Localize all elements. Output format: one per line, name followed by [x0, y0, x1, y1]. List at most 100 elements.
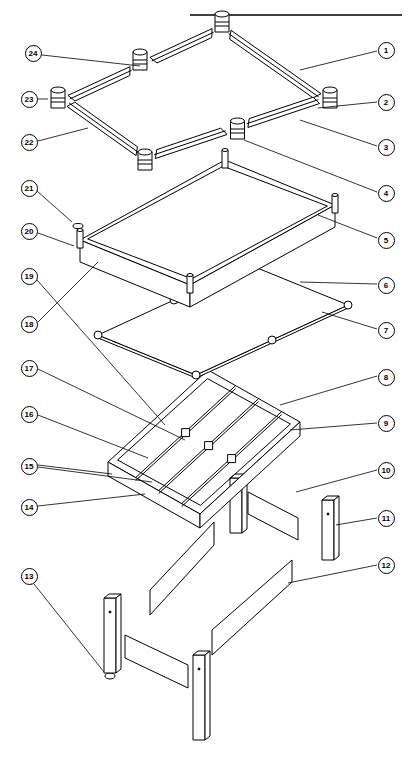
rail-groove [70, 70, 132, 99]
callout-number: 7 [378, 322, 395, 339]
callout-number: 15 [21, 458, 38, 475]
pocket-band [215, 26, 229, 27]
leg-side [205, 651, 210, 740]
pocket-rim [138, 149, 152, 155]
callout-number: 13 [21, 568, 38, 585]
rail-groove [229, 34, 319, 97]
pocket-rim [323, 87, 337, 93]
callout-text: 9 [384, 419, 388, 428]
pocket-cutout [344, 301, 352, 309]
callout-text: 14 [25, 503, 34, 512]
corner-post-top [222, 149, 228, 152]
callout-text: 12 [382, 561, 391, 570]
callout-text: 5 [384, 236, 388, 245]
rail-frame-panel [80, 240, 190, 307]
callout-text: 15 [25, 462, 34, 471]
apron-panel [150, 522, 214, 615]
cushion-rail [230, 30, 321, 98]
rail-groove [69, 103, 138, 152]
callout-number: 23 [21, 91, 38, 108]
pocket-band [323, 102, 337, 103]
callout-number: 20 [21, 223, 38, 240]
callout-text: 13 [25, 572, 34, 581]
pocket-band [215, 22, 229, 23]
crossbar-brace [205, 442, 213, 450]
frame-beam [108, 462, 200, 528]
crossbar [159, 399, 259, 491]
callout-text: 23 [25, 95, 34, 104]
corner-post [77, 230, 83, 248]
leg-post [104, 598, 116, 673]
callout-text: 17 [25, 364, 34, 373]
pocket-cutout [94, 331, 102, 339]
callout-number: 24 [25, 45, 42, 62]
rail-frame-panel [190, 205, 335, 307]
callout-number: 19 [21, 268, 38, 285]
crossbar-brace [182, 429, 190, 437]
crossbar [159, 402, 259, 494]
callout-text: 10 [382, 466, 391, 475]
callout-text: 1 [384, 46, 388, 55]
callout-text: 4 [384, 189, 388, 198]
callout-text: 24 [29, 49, 38, 58]
bolt-hole [198, 668, 200, 670]
callout-text: 8 [384, 373, 388, 382]
bolt-hole [109, 611, 111, 613]
crossbar [136, 389, 236, 481]
pocket-band [133, 64, 147, 65]
leg-post [322, 500, 334, 560]
bolt-hole [327, 513, 329, 515]
callout-text: 7 [384, 326, 388, 335]
leg-side [334, 496, 339, 560]
pocket-band [323, 98, 337, 99]
callout-text: 20 [25, 227, 34, 236]
callout-number: 3 [378, 139, 395, 156]
callout-number: 17 [21, 360, 38, 377]
corner-post [332, 195, 338, 213]
crossbar [182, 415, 282, 507]
rail-groove [152, 32, 214, 61]
callout-text: 22 [25, 138, 34, 147]
callout-number: 4 [378, 185, 395, 202]
callout-number: 11 [378, 510, 395, 527]
callout-number: 5 [378, 232, 395, 249]
callout-number: 21 [21, 180, 38, 197]
callout-number: 18 [21, 316, 38, 333]
pocket-cutout [268, 336, 276, 344]
cushion-rail [67, 102, 137, 155]
leg-post [193, 655, 205, 740]
pocket-rim [231, 118, 245, 124]
leg-side [116, 594, 121, 673]
callout-number: 16 [21, 406, 38, 423]
callout-text: 3 [384, 143, 388, 152]
pocket-rim [215, 11, 229, 17]
corner-post [222, 150, 228, 168]
callout-number: 22 [21, 134, 38, 151]
callout-text: 19 [25, 272, 34, 281]
corner-post-top [332, 194, 338, 197]
pocket-band [51, 98, 65, 99]
frame-beam [200, 422, 300, 528]
pocket-band [231, 129, 245, 130]
pocket-band [51, 102, 65, 103]
cushion-rail [155, 128, 227, 158]
corner-post [187, 275, 193, 293]
pocket-band [231, 133, 245, 134]
apron-panel [125, 635, 188, 688]
callout-number: 2 [378, 94, 395, 111]
callout-number: 8 [378, 369, 395, 386]
pocket-rim [133, 49, 147, 55]
callout-text: 2 [384, 98, 388, 107]
apron-panel [248, 492, 298, 540]
callout-text: 16 [25, 410, 34, 419]
pocket-cutout [192, 371, 200, 379]
rail-bolt-washer [73, 224, 83, 229]
callout-number: 12 [378, 557, 395, 574]
callout-number: 9 [378, 415, 395, 432]
callout-number: 6 [378, 277, 395, 294]
apron-panel [212, 560, 292, 655]
callout-text: 11 [382, 514, 390, 523]
pocket-rim [51, 87, 65, 93]
